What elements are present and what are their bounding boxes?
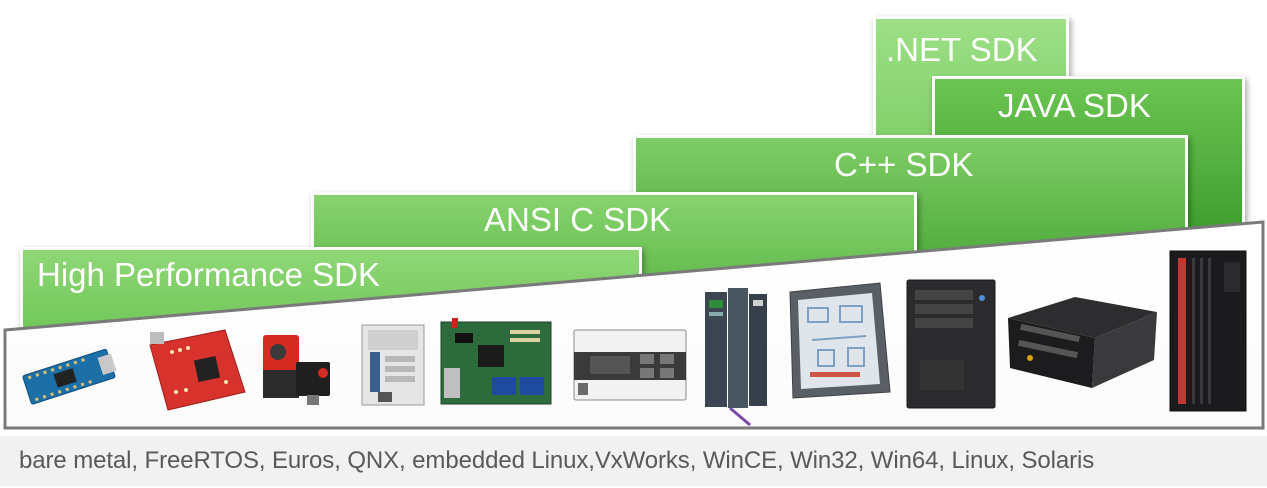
din-rail-io-module-icon <box>573 329 687 401</box>
tower-pc-icon <box>906 279 996 409</box>
os-support-list: bare metal, FreeRTOS, Euros, QNX, embedd… <box>19 447 1095 474</box>
java-sdk-label: JAVA SDK <box>998 87 1151 124</box>
plc-rack-icon <box>705 288 767 427</box>
sensor-module-icon <box>263 335 330 405</box>
industrial-touch-panel-icon <box>789 282 891 399</box>
cpp-sdk-label: C++ SDK <box>834 146 974 183</box>
ansi-c-sdk-label: ANSI C SDK <box>484 201 672 238</box>
os-support-bar: bare metal, FreeRTOS, Euros, QNX, embedd… <box>0 436 1267 486</box>
red-microcontroller-board-icon <box>149 329 246 411</box>
arduino-nano-board-icon <box>22 348 117 405</box>
embedded-pcb-board-icon <box>440 318 552 405</box>
high-performance-sdk-label: High Performance SDK <box>37 256 380 293</box>
din-rail-controller-icon <box>361 324 425 406</box>
mainframe-server-icon <box>1169 250 1247 412</box>
rack-server-icon <box>1008 297 1157 388</box>
dotnet-sdk-label: .NET SDK <box>886 31 1038 68</box>
